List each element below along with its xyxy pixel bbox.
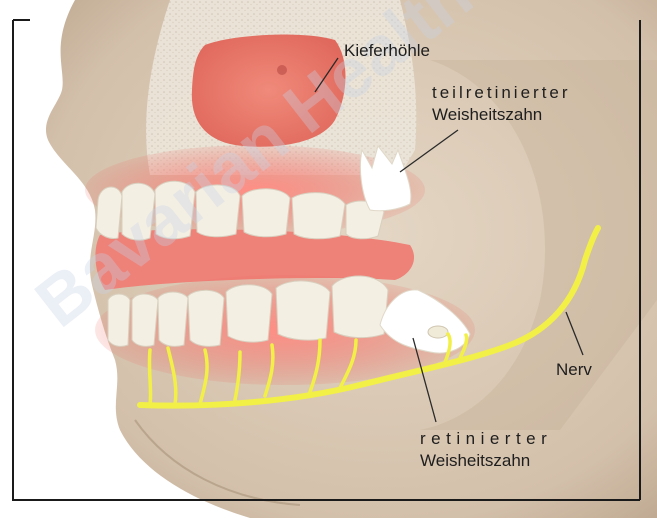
lower-wisdom-label-line2: Weisheitszahn	[420, 451, 530, 470]
wisdom-tooth-root	[428, 326, 448, 338]
nerve-branch	[149, 350, 150, 404]
nerve-label: Nerv	[556, 360, 592, 379]
upper-wisdom-label-line2: Weisheitszahn	[432, 105, 542, 124]
lower-tooth	[188, 290, 224, 346]
upper-tooth	[292, 193, 345, 239]
lower-wisdom-label-line1: retinierter	[420, 429, 552, 448]
sinus-label: Kieferhöhle	[344, 41, 430, 60]
lower-tooth	[276, 281, 330, 340]
lower-tooth	[226, 285, 272, 342]
lower-tooth	[158, 292, 188, 346]
upper-wisdom-label-line1: teilretinierter	[432, 83, 571, 102]
lower-tooth	[332, 276, 388, 338]
lower-tooth	[132, 294, 158, 346]
